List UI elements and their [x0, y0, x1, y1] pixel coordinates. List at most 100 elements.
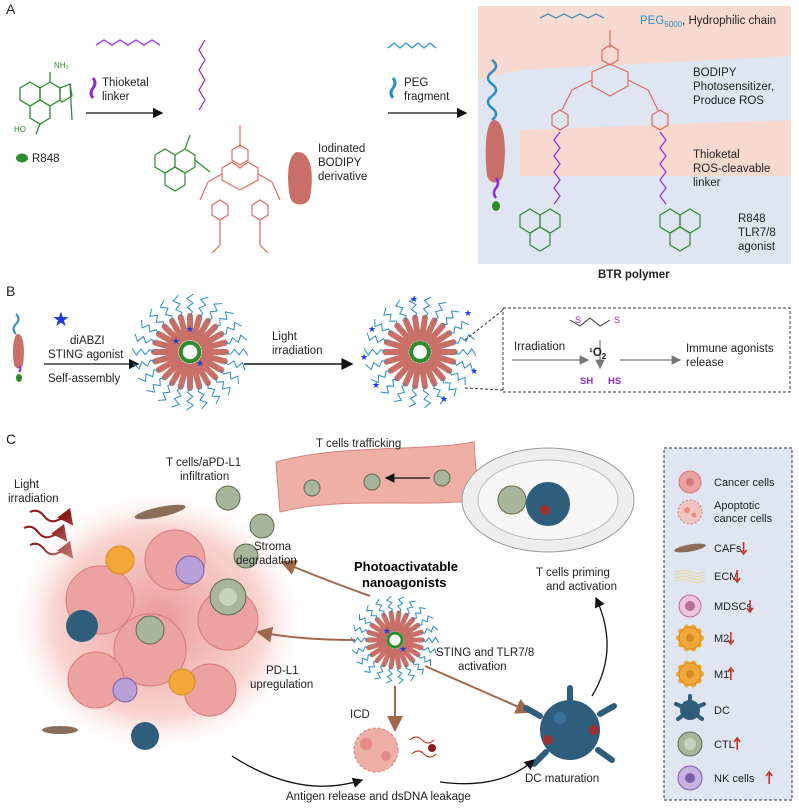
r848-ho: HO — [14, 125, 26, 134]
annot-r848-line1: TLR7/8 — [738, 227, 776, 239]
micelle-peg-chain — [350, 636, 368, 644]
iodinated-label-1: Iodinated — [318, 143, 365, 155]
legend-label: MDSCs — [714, 601, 752, 613]
micelle-bodipy-core — [426, 322, 446, 345]
micelle-peg-chain — [186, 387, 195, 411]
r848-nh2: NH₂ — [54, 61, 69, 70]
micelle-bodipy-core — [197, 323, 219, 345]
micelle-peg-chain — [417, 615, 434, 626]
trend-up-arrow-icon — [733, 736, 741, 750]
diabzi-star-icon: ★ — [360, 352, 368, 362]
diabzi-label: diABZI — [70, 335, 105, 347]
micelle-peg-chain — [408, 386, 418, 408]
btr-polymer-panel — [478, 6, 791, 264]
diabzi-star-icon: ★ — [172, 336, 180, 346]
micelle-bodipy-core — [430, 352, 457, 365]
micelle-bodipy-core — [366, 629, 387, 640]
micelle-bodipy-core — [402, 317, 418, 343]
micelle-peg-chain — [221, 321, 243, 335]
micelle-bodipy-core — [201, 339, 228, 352]
micelle-peg-chain — [380, 377, 398, 394]
arrow-stroma — [280, 560, 371, 597]
legend-label: DC — [714, 705, 730, 717]
nanoagonists-line1: Photoactivatable — [354, 559, 458, 574]
micelle-peg-chain — [215, 311, 234, 328]
micelle-bodipy-core — [388, 648, 396, 670]
inset-s-left: S — [575, 315, 581, 325]
bodipy-shape-icon — [288, 152, 312, 205]
micelle-bodipy-core — [169, 317, 186, 343]
inset-s-right: S — [614, 315, 620, 325]
micelle-peg-chain — [421, 625, 439, 634]
micelle-r848-core — [386, 631, 404, 649]
arrow-sting — [424, 665, 532, 714]
micelle-bodipy-core — [169, 361, 186, 387]
micelle-bodipy-core — [430, 339, 457, 352]
mdsc-icon — [678, 594, 702, 618]
ctl-cell — [215, 485, 241, 511]
micelle-peg-chain — [434, 302, 447, 321]
trend-down-arrow-icon — [746, 600, 754, 614]
peg-fragment-label-1: PEG — [404, 77, 428, 89]
micelle-peg-chain — [433, 383, 446, 405]
micelle-peg-chain — [383, 307, 398, 326]
micelle-bodipy-core — [383, 352, 410, 365]
r848-structure — [19, 72, 73, 135]
sting-agonist-label: STING agonist — [48, 349, 124, 361]
diabzi-star-icon: ★ — [410, 294, 418, 304]
micelle-bodipy-core — [199, 356, 225, 373]
micelle-bodipy-core — [403, 640, 424, 651]
diabzi-star-icon: ★ — [368, 324, 376, 334]
apoptotic-cell — [353, 727, 437, 773]
light-irradiation-1: Light — [14, 479, 40, 491]
thioketal-linker-label-1: Thioketal — [102, 77, 149, 89]
micelle-bodipy-core — [397, 612, 409, 633]
micelle-peg-chain — [146, 376, 165, 393]
micelle-bodipy-core — [194, 361, 211, 387]
micelle-peg-chain — [220, 369, 239, 384]
micelle-peg-chain — [375, 598, 385, 616]
micelle-peg-chain — [406, 600, 416, 616]
micelle-peg-chain — [141, 320, 160, 335]
micelle-peg-chain — [422, 636, 440, 644]
micelle-r848-core — [178, 340, 202, 364]
micelle-peg-chain — [385, 595, 394, 614]
micelle-bodipy-core — [426, 359, 446, 382]
micelle-peg-chain — [132, 359, 156, 370]
micelle-peg-chain — [207, 383, 221, 405]
micelle-bodipy-core — [387, 330, 412, 348]
micelle-peg-chain — [417, 654, 432, 666]
stroma-1: Stroma — [254, 541, 292, 553]
tcells-trafficking: T cells trafficking — [316, 438, 401, 450]
peg-structure — [387, 42, 437, 49]
annot-peg: PEG5000, Hydrophilic chain — [640, 15, 776, 29]
thioketal-linker-structure — [95, 39, 161, 46]
legend-label: Cancer cells — [714, 477, 775, 489]
micelle-peg-chain — [408, 295, 418, 318]
diabzi-star-icon: ★ — [186, 324, 194, 334]
micelle-peg-chain — [224, 360, 246, 371]
peg-squiggle-icon — [389, 77, 397, 99]
micelle-peg-chain — [137, 369, 159, 383]
micelle-bodipy-core — [199, 331, 225, 348]
micelle-peg-chain — [159, 299, 173, 321]
micelle-peg-chain — [185, 293, 194, 317]
micelle-bodipy-core — [201, 352, 228, 365]
btr-polymer-title: BTR polymer — [598, 269, 670, 281]
legend-label: M2 — [714, 633, 729, 645]
trend-up-arrow-icon — [727, 666, 735, 680]
arrow-antigen — [231, 755, 364, 788]
annot-thioketal-name: Thioketal — [693, 149, 740, 161]
diabzi-star-icon: ★ — [52, 309, 70, 331]
micelle-peg-chain — [448, 370, 466, 386]
legend-label: CTL — [714, 739, 735, 751]
micelle-peg-chain — [358, 614, 373, 626]
legend-label: CAFs — [714, 543, 742, 555]
annot-thioketal-line1: ROS-cleavable — [693, 163, 770, 175]
micelle-peg-chain — [158, 382, 173, 401]
blood-vessel — [275, 441, 479, 513]
micelle-peg-chain — [422, 296, 432, 318]
cancer-cell-icon — [678, 470, 702, 494]
